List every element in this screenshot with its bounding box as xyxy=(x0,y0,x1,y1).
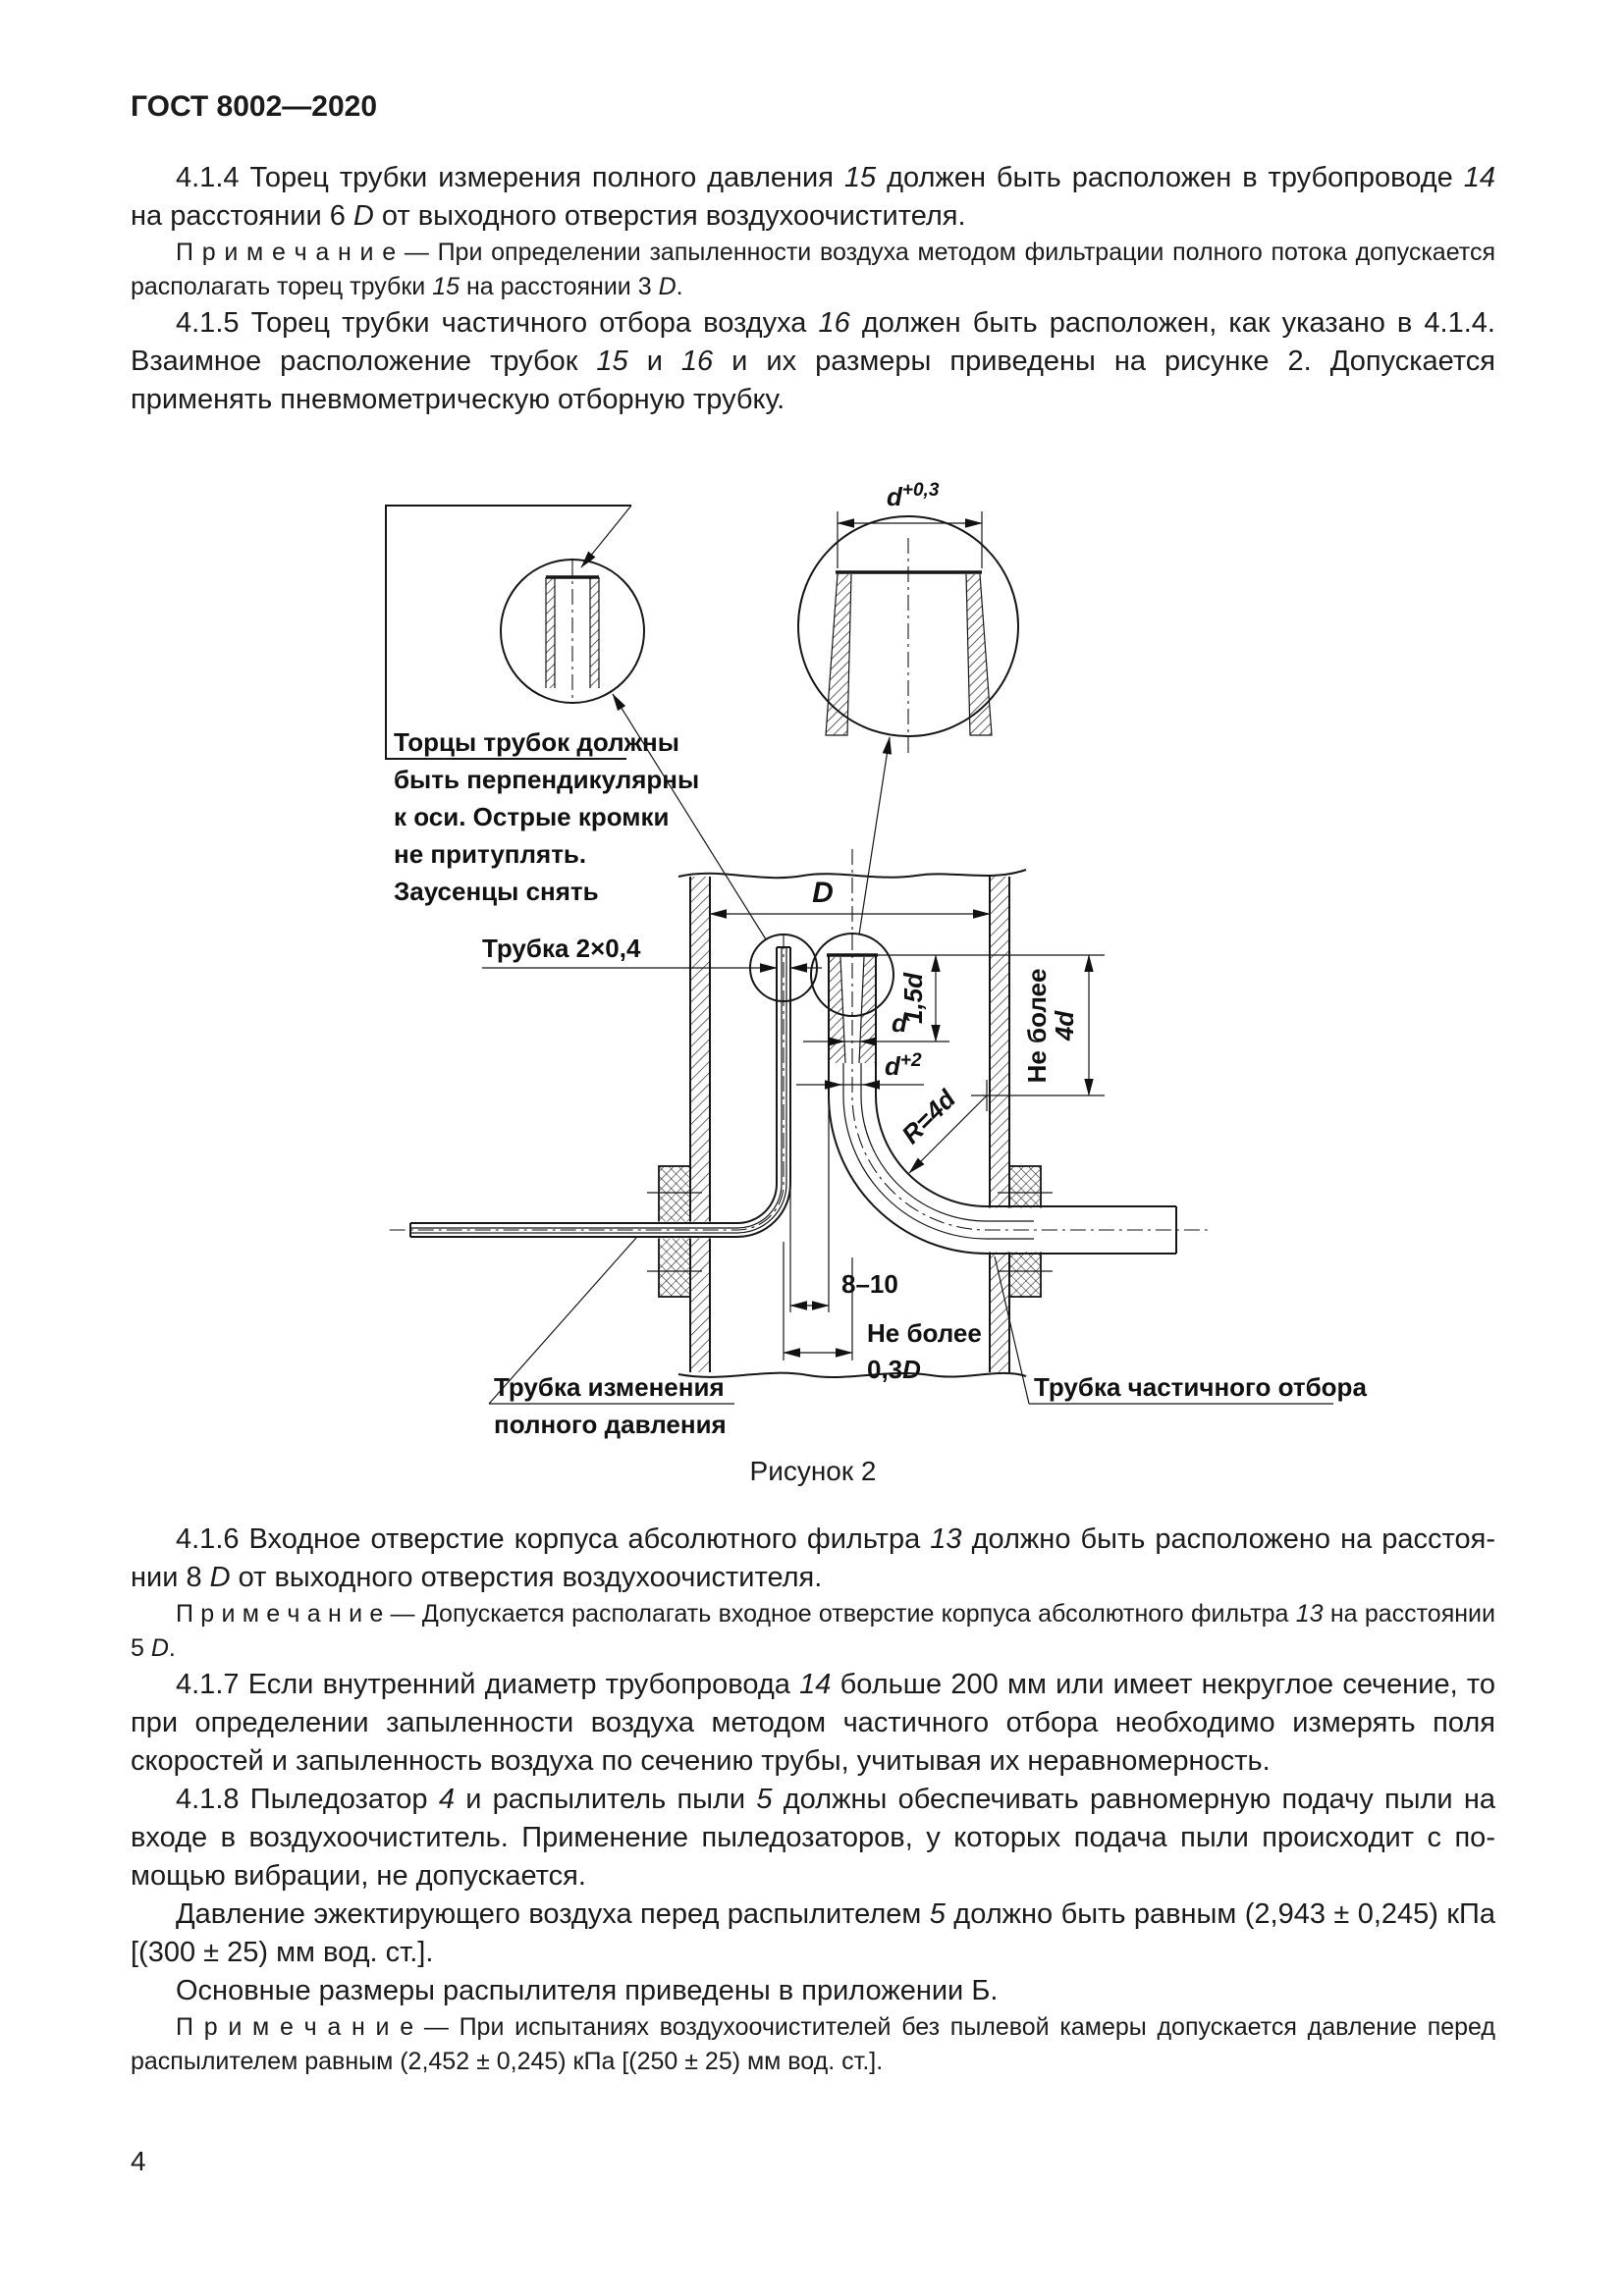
dim-4d-group: Не более 4d xyxy=(1002,954,1105,1096)
dim-D-label: D xyxy=(812,877,834,909)
dim-4d-text2: 4d xyxy=(1050,1010,1079,1041)
paragraph-4-1-6: 4.1.6 Входное отверстие корпуса абсолютн… xyxy=(131,1523,1496,1593)
detail-view-left xyxy=(500,559,645,704)
label-tube-full-pressure: Трубка изменения полного давления xyxy=(488,1237,734,1439)
paragraph-4-1-4: 4.1.4 Торец трубки измерения полного дав… xyxy=(131,162,1495,232)
dim-03D-text1: Не более xyxy=(867,1318,982,1348)
figure-2: d+0,3 Торцы трубок должны быть перпендик… xyxy=(248,445,1368,1446)
dim-03D-group: Не более 0,3D xyxy=(783,1242,982,1384)
paragraph-4-1-5: 4.1.5 Торец трубки частичного отбора воз… xyxy=(131,307,1495,415)
note-4-1-6: П р и м е ч а н и е — Допускается распол… xyxy=(131,1600,1495,1662)
callout-line-2: быть перпендикулярны xyxy=(394,765,699,794)
dim-d2-group: d+2 xyxy=(796,1050,924,1090)
label-tube-partial: Трубка частичного отбора xyxy=(994,1255,1367,1405)
tube-wall-dim: Трубка 2×0,4 xyxy=(482,934,822,973)
dim-d-plus03: d+0,3 xyxy=(887,480,940,511)
label-right-line: Трубка частичного отбора xyxy=(1034,1372,1367,1402)
leader-right-detail xyxy=(858,736,893,935)
paragraph-4-1-7: 4.1.7 Если внутренний диаметр трубопрово… xyxy=(131,1669,1495,1777)
note-4-1-4: П р и м е ч а н и е — При определении за… xyxy=(131,239,1495,300)
callout-line-5: Заусенцы снять xyxy=(394,877,599,906)
dim-810-label: 8–10 xyxy=(841,1269,898,1299)
tube-partial-sampling xyxy=(827,849,1209,1255)
dim-D-group: D xyxy=(709,877,991,919)
paragraph-4-1-8: 4.1.8 Пыледозатор 4 и распылитель пыли 5… xyxy=(131,1784,1495,1892)
callout-line-1: Торцы трубок должны xyxy=(394,727,679,757)
dim-810-group: 8–10 xyxy=(789,1100,898,1312)
tube-full-pressure xyxy=(388,934,791,1238)
callout-note: Торцы трубок должны быть перпендикулярны… xyxy=(385,505,699,906)
detail-mark-tube16 xyxy=(810,933,894,1017)
label-left-line1: Трубка изменения xyxy=(494,1372,725,1402)
figure-2-caption: Рисунок 2 xyxy=(749,1456,877,1486)
callout-line-3: к оси. Острые кромки xyxy=(394,802,670,831)
dim-15d-group: 1,5d xyxy=(878,954,1105,1042)
label-left-line2: полного давления xyxy=(494,1410,727,1439)
figure-2-drawing: d+0,3 Торцы трубок должны быть перпендик… xyxy=(385,480,1367,1439)
note-4-1-8: П р и м е ч а н и е — При испытаниях воз… xyxy=(131,2013,1495,2075)
dim-R4d-label: R=4d xyxy=(895,1084,961,1149)
paragraph-4-1-8c: Основные размеры распылителя приведены в… xyxy=(176,1975,999,2006)
callout-line-4: не притуплять. xyxy=(394,839,586,869)
leader-left-detail xyxy=(612,693,767,940)
detail-view-right xyxy=(797,511,1019,757)
page-header: ГОСТ 8002—2020 xyxy=(131,90,378,123)
dim-R4d-group: R=4d xyxy=(895,1080,1002,1174)
dim-d-label: d xyxy=(892,1008,908,1038)
page-content: ГОСТ 8002—2020 4.1.4 Торец трубки измере… xyxy=(131,90,1496,2075)
dim-15d-label: 1,5d xyxy=(898,972,928,1024)
dim-03D-text2: 0,3D xyxy=(867,1355,921,1384)
dim-d2-label: d+2 xyxy=(885,1050,922,1081)
paragraph-4-1-8b: Давление эжектирующего воздуха перед рас… xyxy=(131,1898,1495,1968)
dim-4d-text1: Не более xyxy=(1022,969,1052,1084)
page-number: 4 xyxy=(131,2146,146,2176)
dim-d-group: d xyxy=(803,1008,924,1046)
tube-wall-label: Трубка 2×0,4 xyxy=(482,934,641,963)
